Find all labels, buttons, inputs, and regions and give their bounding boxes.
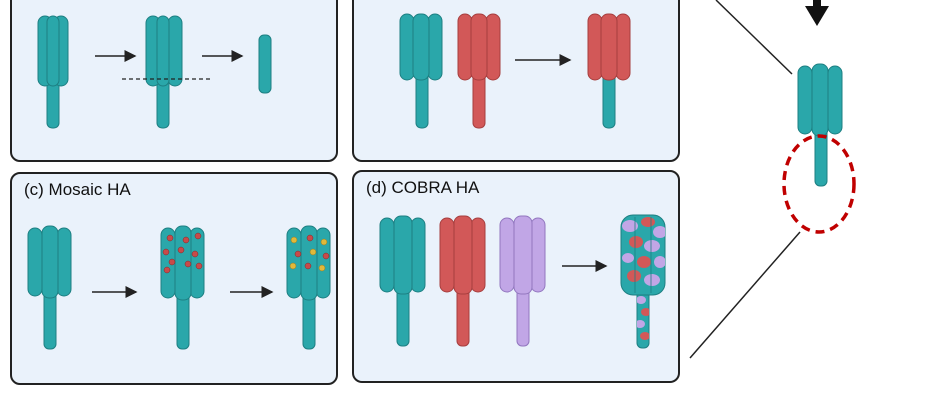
panel-a-ha-full-2 — [146, 16, 182, 128]
panel-b-ha-teal — [400, 14, 442, 128]
panel-d-ha-purple — [500, 216, 545, 346]
panel-d-ha-red — [440, 216, 485, 346]
panel-d-ha-teal — [380, 216, 425, 346]
connector-line — [690, 232, 800, 358]
panel-b-chimeric-ha — [588, 14, 630, 128]
right-ha-model — [798, 64, 842, 186]
panel-b-ha-red — [458, 14, 500, 128]
panel-c-mosaic-yellow — [287, 226, 330, 349]
panel-c-mosaic-red — [161, 226, 204, 349]
panel-c-ha-teal — [28, 226, 71, 349]
panel-d-cobra-ha-model — [621, 215, 667, 348]
panel-a-headless-stem — [259, 35, 271, 93]
arrow-down-icon — [805, 0, 829, 26]
connector-line — [716, 0, 792, 74]
panel-a-ha-full-1 — [38, 16, 68, 128]
